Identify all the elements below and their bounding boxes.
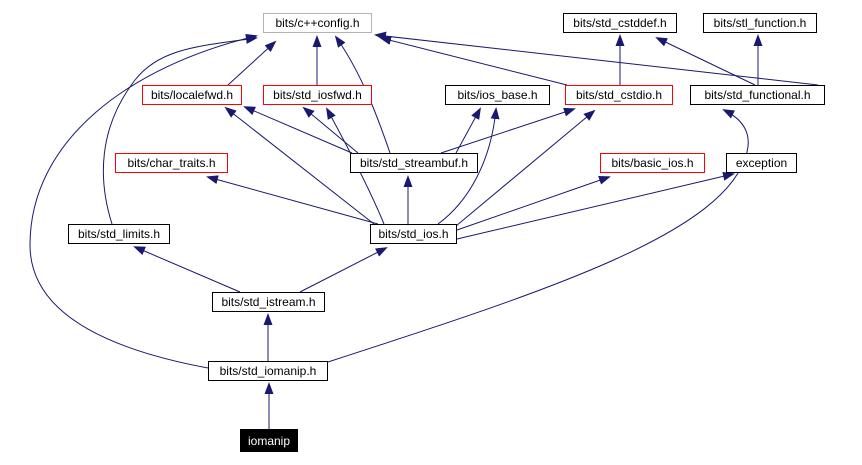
node-exception[interactable]: exception — [726, 153, 797, 173]
edge-std_iomanip-to-c++config — [29, 33, 258, 369]
edge-std_functional-to-std_cstddef — [655, 37, 756, 86]
node-bits-c++config-h[interactable]: bits/c++config.h — [263, 13, 372, 33]
edge-std_ios-to-basic_ios — [456, 176, 611, 231]
edge-localefwd-to-c++config — [227, 40, 277, 86]
edge-std_streambuf-to-ios_base — [455, 107, 481, 154]
edge-std_cstdio-to-c++config — [379, 36, 568, 86]
edge-std_istream-to-std_ios — [299, 247, 388, 293]
edge-std_ios-to-ios_base — [437, 107, 500, 225]
node-bits-std_istream-h[interactable]: bits/std_istream.h — [212, 292, 325, 312]
node-bits-std_iosfwd-h[interactable]: bits/std_iosfwd.h — [263, 85, 372, 105]
node-bits-localefwd-h[interactable]: bits/localefwd.h — [142, 85, 242, 105]
edge-std_ios-to-std_cstdio — [455, 109, 596, 227]
edge-std_ios-to-char_traits — [206, 175, 379, 225]
edge-std_istream-to-std_limits — [133, 246, 241, 293]
node-bits-std_iomanip-h[interactable]: bits/std_iomanip.h — [208, 361, 328, 381]
node-bits-std_limits-h[interactable]: bits/std_limits.h — [68, 224, 170, 244]
edge-std_ios-to-exception — [456, 171, 735, 240]
node-bits-std_functional-h[interactable]: bits/std_functional.h — [690, 85, 825, 105]
node-bits-stl_function-h[interactable]: bits/stl_function.h — [703, 13, 817, 33]
edge-std_streambuf-to-std_iosfwd — [302, 106, 359, 154]
node-bits-std_cstdio-h[interactable]: bits/std_cstdio.h — [565, 85, 673, 105]
edge-std_limits-to-c++config — [102, 34, 258, 225]
edge-std_functional-to-c++config — [374, 31, 819, 86]
edge-std_iomanip-to-std_functional — [327, 109, 749, 363]
node-bits-std_ios-h[interactable]: bits/std_ios.h — [370, 224, 457, 244]
node-bits-std_streambuf-h[interactable]: bits/std_streambuf.h — [350, 153, 478, 173]
node-bits-ios_base-h[interactable]: bits/ios_base.h — [445, 85, 550, 105]
edge-std_streambuf-to-localefwd — [243, 106, 353, 154]
edge-std_streambuf-to-std_cstdio — [440, 107, 576, 154]
node-bits-std_cstddef-h[interactable]: bits/std_cstddef.h — [563, 13, 677, 33]
node-bits-basic_ios-h[interactable]: bits/basic_ios.h — [600, 153, 705, 173]
edge-std_ios-to-localefwd — [224, 106, 375, 225]
node-iomanip-root: iomanip — [240, 429, 298, 452]
node-bits-char_traits-h[interactable]: bits/char_traits.h — [115, 153, 228, 173]
